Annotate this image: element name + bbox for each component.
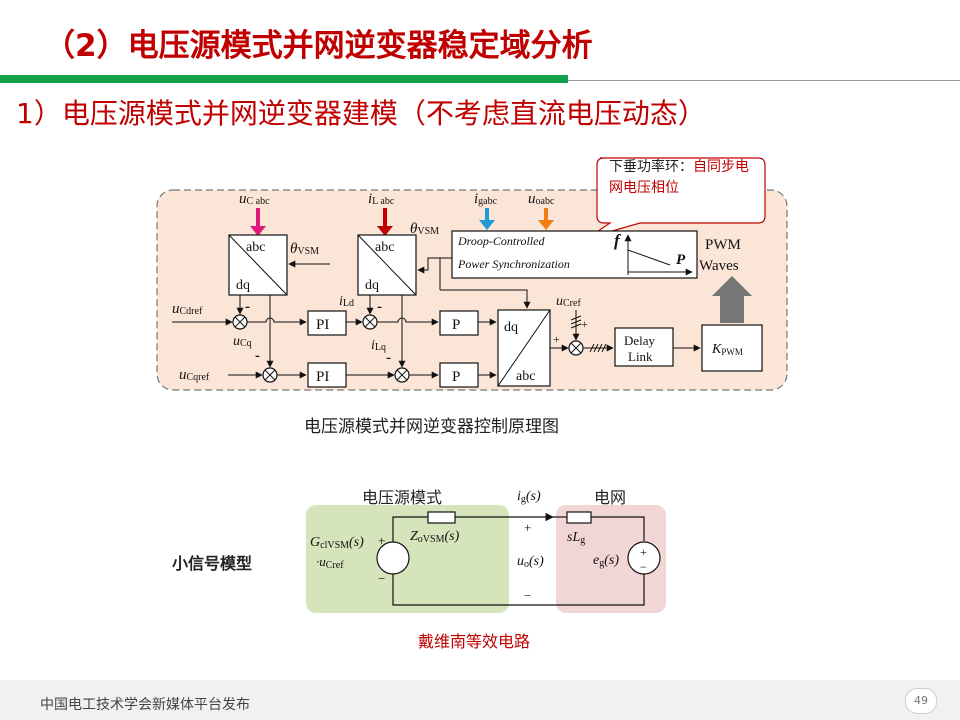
droop-line1: Droop-Controlled <box>457 234 545 248</box>
label-slg: sLg <box>567 530 585 546</box>
label-theta-vsm-1: θVSM <box>290 241 319 257</box>
transform-2-bottom: dq <box>365 278 379 293</box>
label-ucdref: uCdref <box>172 301 203 317</box>
wire-left-top <box>392 516 428 542</box>
droop-curve <box>627 249 671 266</box>
droop-p: P <box>676 252 686 268</box>
label-ucref: uCref <box>556 294 581 309</box>
p-block-1-label: P <box>452 317 460 333</box>
footer-publisher: 中国电工技术学会新媒体平台发布 <box>40 697 250 713</box>
small-signal-label: 小信号模型 <box>172 554 253 573</box>
label-igabc: igabc <box>474 191 498 207</box>
arrowhead-uoabc <box>538 220 554 230</box>
label-zo: ZoVSM(s) <box>410 529 460 545</box>
label-ild: iLd <box>339 294 354 309</box>
section-subtitle: 1）电压源模式并网逆变器建模（不考虑直流电压动态） <box>16 97 706 130</box>
dq-abc-diagonal <box>497 309 551 387</box>
sign-plus-1: + <box>553 332 560 346</box>
callout-highlight: 自同步电网电压相位 <box>609 159 749 196</box>
kpwm-label: KPWM <box>711 342 743 357</box>
gcl-minus: − <box>378 571 385 586</box>
title-divider <box>568 80 960 81</box>
grid-label: 电网 <box>594 488 627 507</box>
arrowhead-igabc <box>479 220 495 230</box>
label-ucref-term: ·uCref <box>316 554 344 571</box>
delay-line2: Link <box>628 349 653 364</box>
uo-minus: − <box>524 588 531 603</box>
droop-f: f <box>614 231 622 250</box>
arrowhead-ilabc <box>377 226 393 236</box>
diagram-canvas: uC abc iL abc igabc uoabc abc dq θVSM ab… <box>156 157 788 613</box>
transform-2-top: abc <box>375 240 394 255</box>
p-block-2 <box>439 362 479 388</box>
gcl-plus: + <box>378 533 385 548</box>
label-ucq: uCq <box>233 334 252 349</box>
pi-block-1 <box>307 310 347 336</box>
wire-right-top <box>591 516 645 541</box>
pi-block-2-label: PI <box>316 369 329 385</box>
dq-abc-bottom: abc <box>516 369 535 384</box>
callout-text: 下垂功率环：自同步电网电压相位 <box>609 157 759 199</box>
pwm-up-arrow <box>712 276 752 323</box>
callout-prefix: 下垂功率环： <box>609 159 693 175</box>
kpwm-block <box>701 324 763 372</box>
sign-minus-5: - <box>386 350 391 366</box>
transform-1-bottom: dq <box>236 278 250 293</box>
label-ucqref: uCqref <box>179 367 210 383</box>
theta-to-dqabc-wire <box>440 289 531 309</box>
thevenin-caption: 戴维南等效电路 <box>418 632 531 651</box>
label-ig: ig(s) <box>517 489 541 505</box>
droop-block <box>451 230 698 279</box>
dq-abc-top: dq <box>504 320 518 335</box>
p-block-2-label: P <box>452 369 460 385</box>
impedance-zo <box>427 511 456 524</box>
transform-1-top: abc <box>246 240 265 255</box>
inductor-slg <box>566 511 592 524</box>
arrowhead-ucabc <box>250 226 266 236</box>
label-gcl: GclVSM(s) <box>310 535 364 551</box>
footer-bar <box>0 680 960 720</box>
control-diagram-caption: 电压源模式并网逆变器控制原理图 <box>304 417 559 437</box>
eg-plus: + <box>640 545 647 559</box>
delay-line1: Delay <box>624 333 656 348</box>
page-title: （2）电压源模式并网逆变器稳定域分析 <box>44 28 593 64</box>
label-ilabc: iL abc <box>368 191 395 207</box>
label-ucabc: uC abc <box>239 191 270 207</box>
sign-plus-2: + <box>581 317 588 331</box>
title-accent-bar <box>0 75 568 83</box>
page-number: 49 <box>905 688 937 714</box>
transform-2-diagonal <box>357 234 417 296</box>
sign-minus-1: - <box>245 299 250 315</box>
sign-minus-4: - <box>255 348 260 364</box>
uo-plus: + <box>524 520 531 535</box>
sign-minus-3: - <box>377 299 382 315</box>
label-theta-vsm-2: θVSM <box>410 221 439 237</box>
grid-region <box>556 505 666 613</box>
label-uoabc: uoabc <box>528 191 555 207</box>
pi-block-1-label: PI <box>316 317 329 333</box>
delay-link-block <box>614 327 674 367</box>
wire-bottom <box>392 574 645 606</box>
pwm-line2: Waves <box>699 258 739 274</box>
label-eg: eg(s) <box>593 553 619 569</box>
voltage-source-mode-label: 电压源模式 <box>362 488 443 507</box>
droop-line2: Power Synchronization <box>457 257 570 271</box>
label-uo: uo(s) <box>517 554 544 570</box>
p-block-1 <box>439 310 479 336</box>
label-ilq: iLq <box>371 338 386 353</box>
eg-minus: − <box>640 560 647 574</box>
pwm-line1: PWM <box>705 237 741 253</box>
transform-1-diagonal <box>228 234 288 296</box>
